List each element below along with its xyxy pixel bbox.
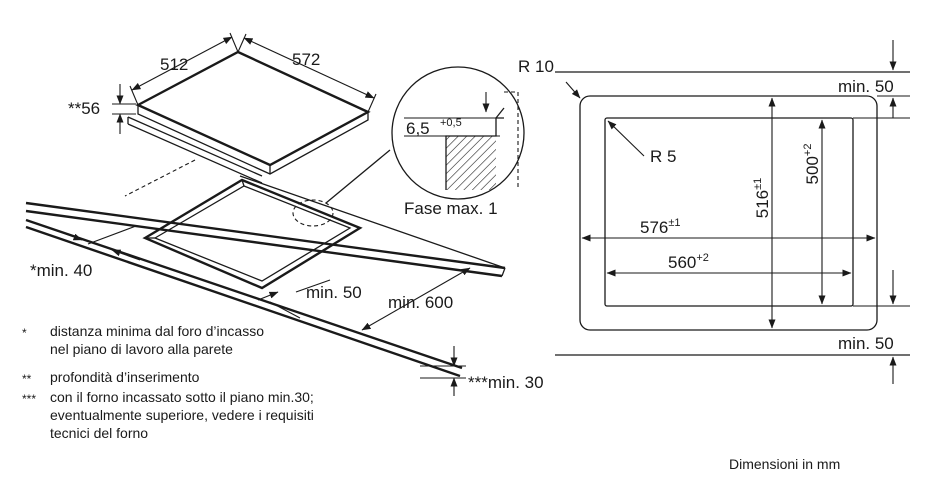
top-min-label: min. 50 (838, 77, 894, 96)
footnote-insert-depth: ** profondità d’inserimento (22, 368, 382, 388)
footnote-text: distanza minima dal foro d’incasso nel p… (50, 323, 264, 357)
oven-clearance-dimension: ***min. 30 (420, 346, 544, 396)
footnote-text: con il forno incassato sotto il piano mi… (50, 389, 314, 441)
insert-depth-dimension: **56 (68, 84, 136, 134)
hob-width-dimension: 572 (237, 33, 377, 113)
units-label: Dimensioni in mm (729, 456, 841, 472)
oven-clearance-label: ***min. 30 (468, 373, 544, 392)
footnote-text: profondità d’inserimento (50, 369, 200, 385)
edge-min-dimension: min. 50 (257, 279, 362, 319)
wall-min-dimension: *min. 40 (30, 225, 141, 280)
footnotes: * distanza minima dal foro d’incasso nel… (22, 322, 382, 442)
footnote-marker: *** (22, 392, 37, 406)
inner-width-label: 560+2 (668, 252, 709, 272)
hob-depth-label: 512 (160, 55, 188, 74)
worktop-perspective (25, 149, 506, 378)
detail-tolerance-label: +0,5 (440, 117, 462, 129)
footnote-wall-distance: * distanza minima dal foro d’incasso nel… (22, 322, 382, 358)
hob-width-label: 572 (292, 50, 320, 69)
insert-depth-label: **56 (68, 99, 100, 118)
bottom-min-label: min. 50 (838, 334, 894, 353)
cutout-plan-view: R 10 R 5 min. 50 min. 50 576±1 560+2 516… (518, 40, 910, 384)
wall-min-label: *min. 40 (30, 261, 92, 280)
inner-height-label: 500+2 (802, 144, 822, 185)
chamfer-label: Fase max. 1 (404, 199, 498, 218)
footnote-marker: ** (22, 372, 32, 386)
outer-height-label: 516±1 (752, 178, 772, 219)
worktop-min-dimension: min. 600 (361, 267, 471, 331)
outer-radius-label: R 10 (518, 57, 554, 76)
hob-depth-dimension: 512 (129, 32, 239, 106)
footnote-marker: * (22, 326, 27, 340)
footnote-oven-clearance: *** con il forno incassato sotto il pian… (22, 388, 382, 442)
edge-min-label: min. 50 (306, 283, 362, 302)
chamfer-detail: 6,5 +0,5 Fase max. 1 (391, 66, 525, 218)
inner-radius-label: R 5 (650, 147, 676, 166)
detail-thickness-label: 6,5 (406, 119, 430, 138)
outer-width-label: 576±1 (640, 217, 681, 237)
worktop-min-label: min. 600 (388, 293, 453, 312)
